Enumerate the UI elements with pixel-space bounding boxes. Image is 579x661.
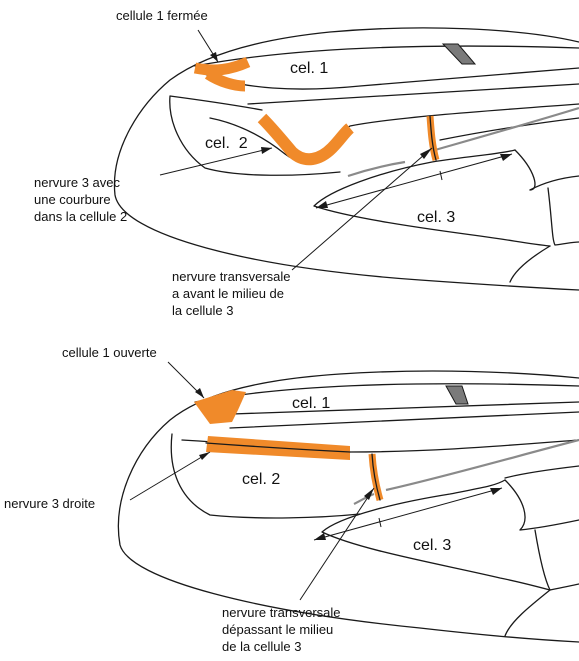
bottom-annotation-crossvein-line3: de la cellule 3 <box>222 639 302 654</box>
bottom-vein-right-1 <box>505 466 579 478</box>
bottom-measure-arrow-right <box>490 488 502 495</box>
top-vein-1 <box>200 68 579 89</box>
top-cell3-label: cel. 3 <box>417 209 455 226</box>
bottom-measure-line <box>314 488 502 540</box>
top-costal-vein <box>195 46 579 66</box>
top-grey-vein <box>348 108 579 176</box>
bottom-measure-arrow-left <box>314 533 326 540</box>
top-vein-cell1-lower <box>248 84 579 104</box>
bottom-cell2-label: cel. 2 <box>242 471 280 488</box>
top-arrow-cell1 <box>210 52 218 62</box>
top-vein-right-4 <box>548 188 579 245</box>
bottom-grey-vein <box>354 440 579 504</box>
top-cell1-label: cel. 1 <box>290 60 328 77</box>
top-measure-tick <box>440 171 442 180</box>
bottom-costal-vein <box>195 384 579 402</box>
bottom-vein-right-3 <box>535 530 579 590</box>
top-wing-outline <box>114 28 579 290</box>
bottom-leader-crossvein <box>300 488 374 600</box>
top-cell3-outline <box>314 150 550 246</box>
top-wing-diagram: cel. 1 cel. 2 cel. 3 cellule 1 fermée ne… <box>34 8 579 318</box>
top-measure-arrow-right <box>500 154 512 161</box>
bottom-cell3-label: cel. 3 <box>413 537 451 554</box>
top-highlight-vein3 <box>262 118 350 159</box>
top-annotation-vein3-line2: une courbure <box>34 192 111 207</box>
bottom-arrow-cell1 <box>195 388 204 398</box>
bottom-arrow-vein3 <box>199 452 210 460</box>
bottom-annotation-crossvein-line1: nervure transversale <box>222 605 341 620</box>
top-annotation-vein3-line3: dans la cellule 2 <box>34 209 127 224</box>
top-annotation-crossvein-line1: nervure transversale <box>172 269 291 284</box>
top-annotation-vein3-line1: nervure 3 avec <box>34 175 120 190</box>
bottom-annotation-crossvein-line2: dépassant le milieu <box>222 622 333 637</box>
top-annotation-crossvein-line2: a avant le milieu de <box>172 286 284 301</box>
top-annotation-crossvein-line3: la cellule 3 <box>172 303 233 318</box>
bottom-wing-outline <box>118 371 579 642</box>
top-vein-right-5 <box>510 246 550 282</box>
top-highlight-cell1 <box>195 62 248 86</box>
bottom-cell1-label: cel. 1 <box>292 395 330 412</box>
bottom-annotation-cell1-open: cellule 1 ouverte <box>62 345 157 360</box>
top-leader-crossvein <box>292 148 432 270</box>
bottom-cell3-outline <box>322 480 550 590</box>
bottom-vein-cell1-lower <box>230 412 579 428</box>
top-vein-right-3 <box>530 176 579 190</box>
bottom-leader-vein3 <box>130 452 210 500</box>
bottom-vein-right-2 <box>505 480 579 530</box>
top-measure-line <box>316 154 512 208</box>
bottom-stigma <box>446 386 468 404</box>
top-annotation-cell1-closed: cellule 1 fermée <box>116 8 208 23</box>
top-stigma <box>443 44 475 64</box>
bottom-vein-right-4 <box>505 590 550 636</box>
bottom-annotation-vein3-straight: nervure 3 droite <box>4 496 95 511</box>
top-vein-right-2 <box>515 150 535 190</box>
top-cell2-label: cel. 2 <box>205 135 248 152</box>
bottom-wing-diagram: cel. 1 cel. 2 cel. 3 cellule 1 ouverte n… <box>4 345 579 654</box>
bottom-vein-1 <box>232 402 579 414</box>
bottom-measure-tick <box>379 518 381 527</box>
top-arrow-vein3 <box>261 147 272 154</box>
